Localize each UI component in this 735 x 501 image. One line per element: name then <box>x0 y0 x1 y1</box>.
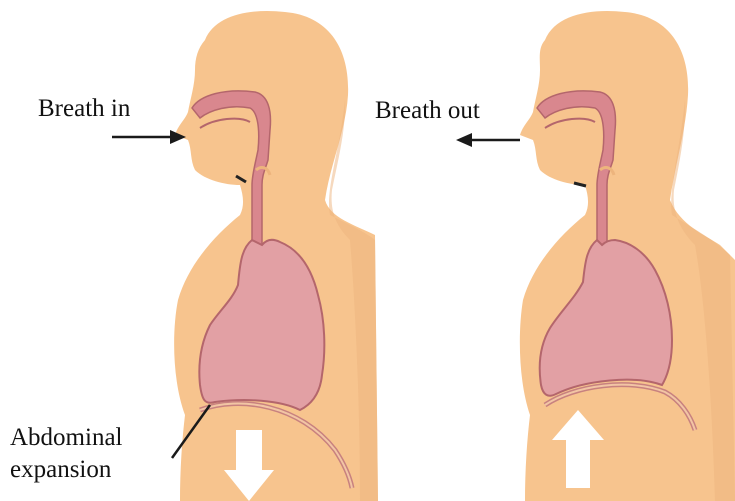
exhale-figure <box>456 11 735 501</box>
inhale-figure <box>112 11 378 501</box>
breath-in-label: Breath in <box>38 96 130 121</box>
abdominal-label-line1: Abdominal <box>10 425 123 450</box>
breath-out-label: Breath out <box>375 98 480 123</box>
breath-in-arrow <box>112 130 186 144</box>
breath-out-arrow <box>456 133 520 147</box>
abdominal-label-line2: expansion <box>10 457 111 482</box>
